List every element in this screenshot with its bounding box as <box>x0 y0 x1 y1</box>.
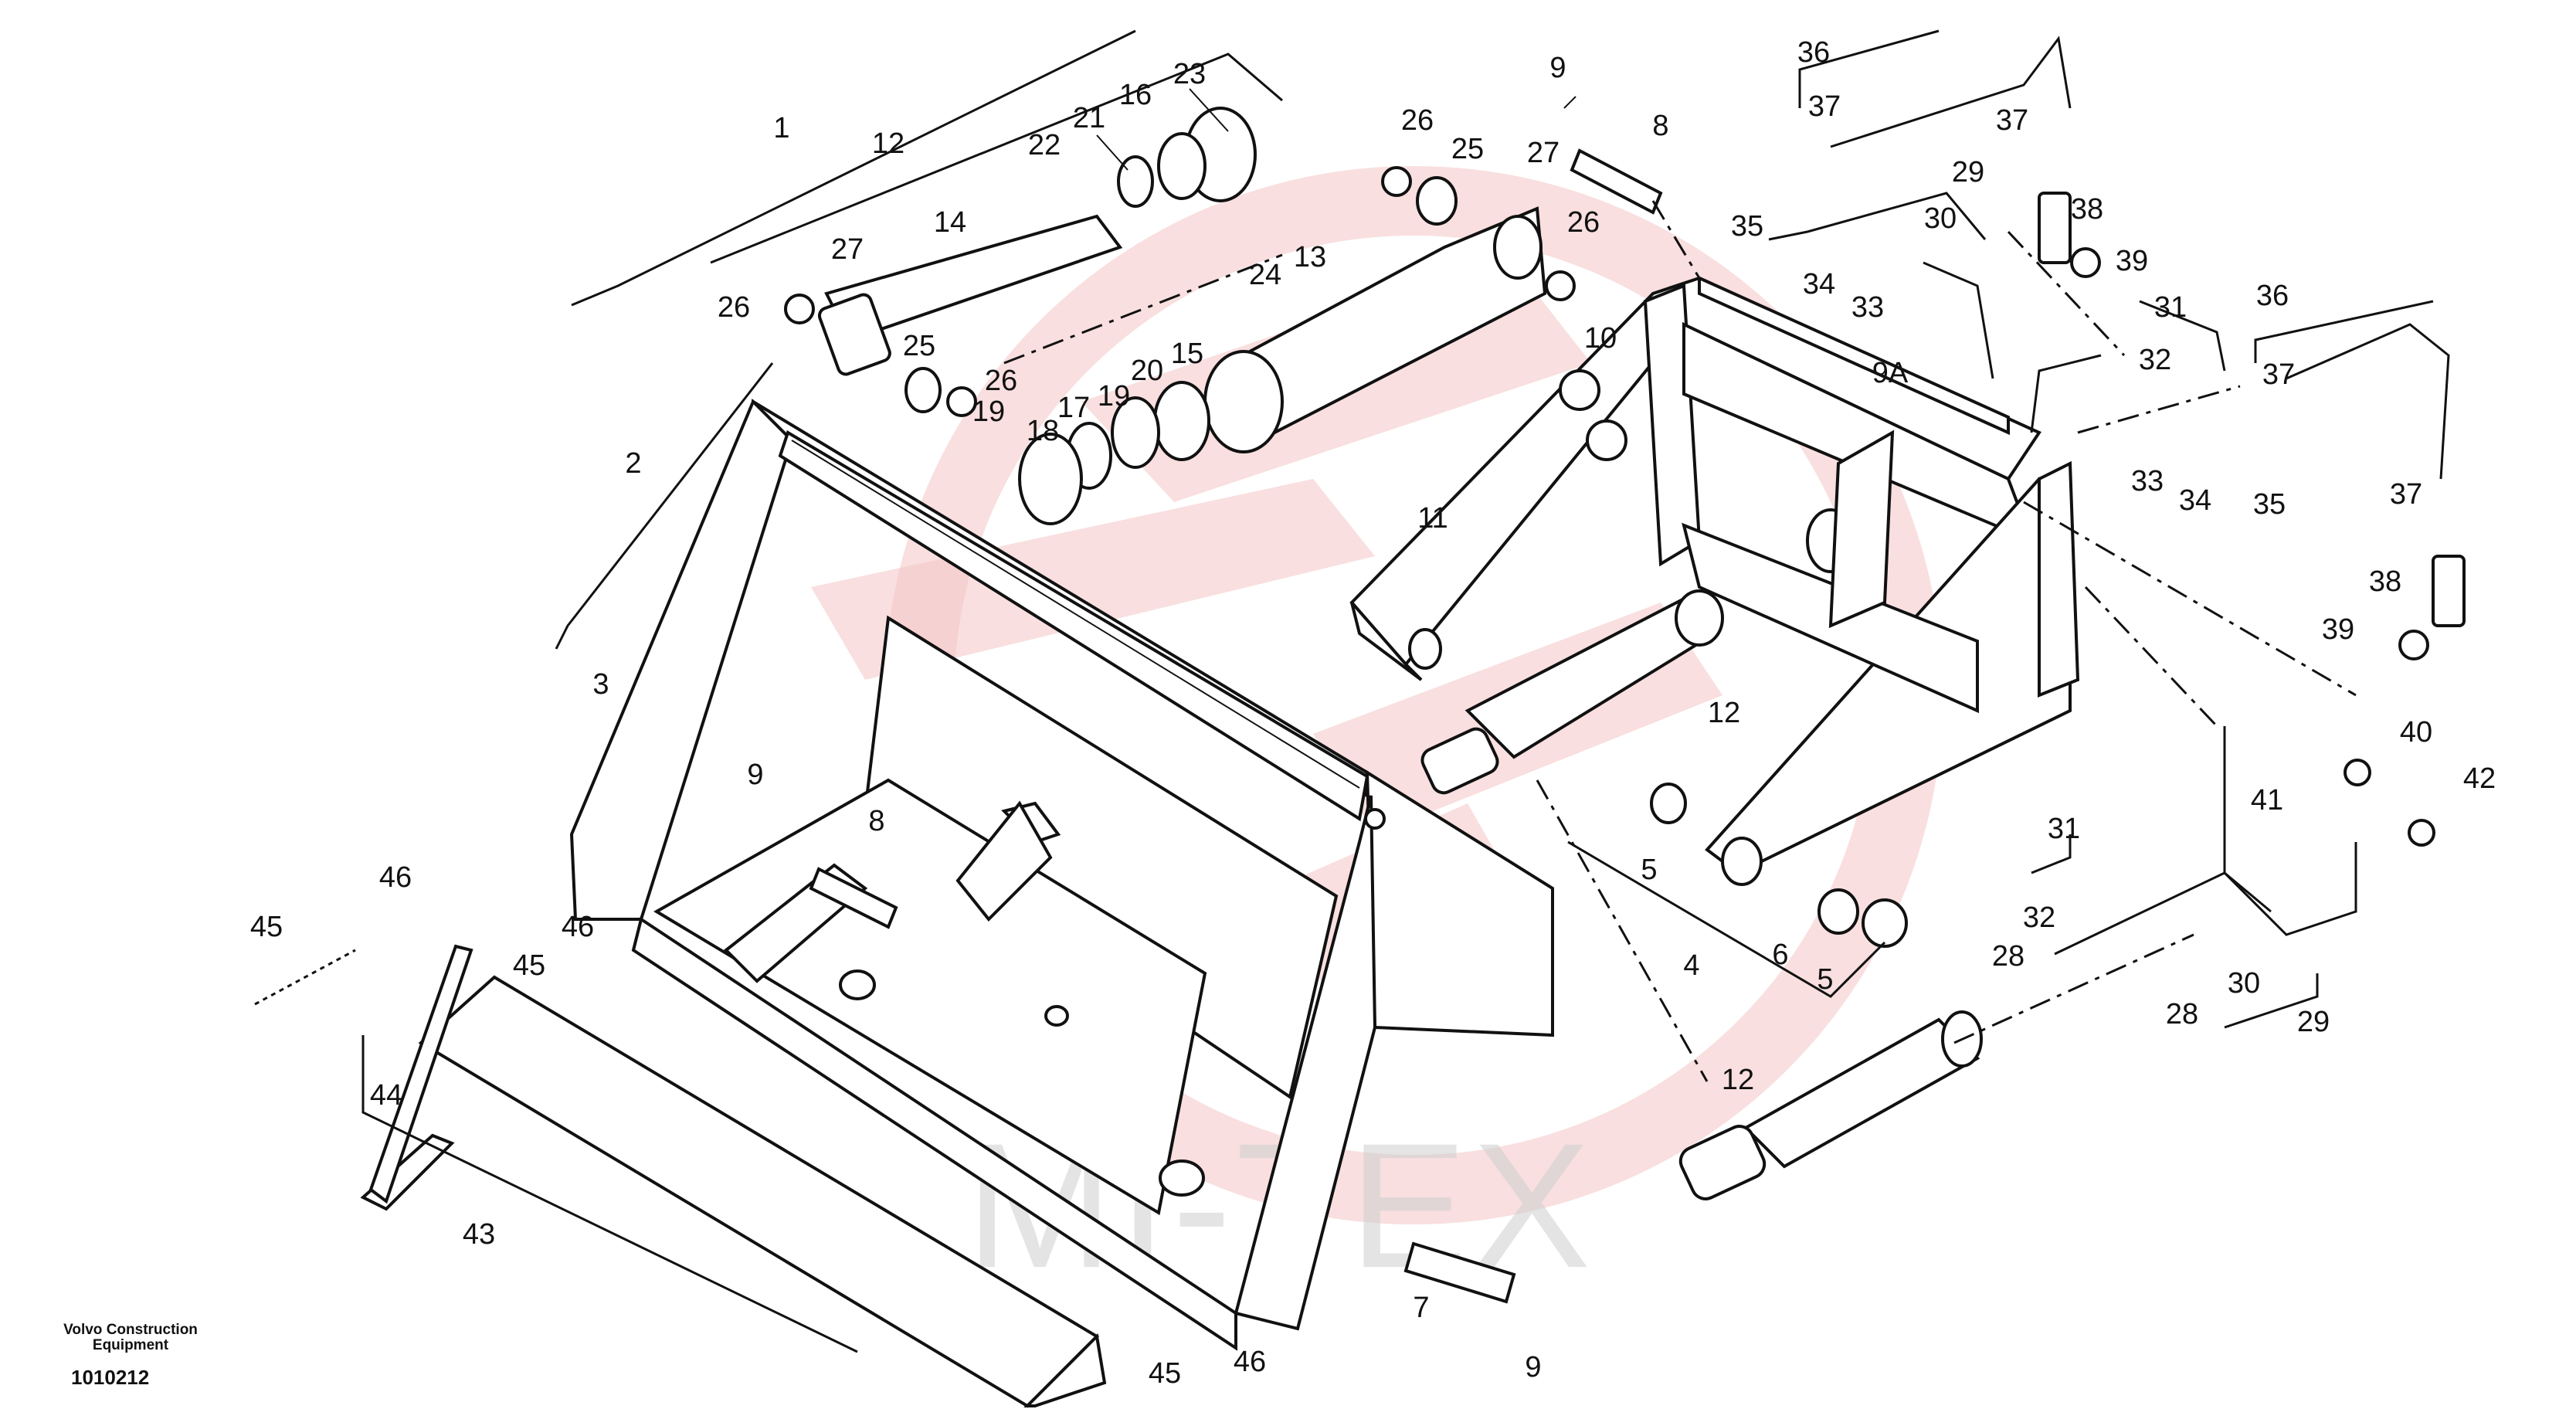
callout-c46b: 46 <box>562 911 594 943</box>
cylinder-12-middle <box>1420 589 1724 795</box>
callout-c37a: 37 <box>1808 90 1841 123</box>
callout-c12a: 12 <box>872 127 904 160</box>
callout-c32a: 32 <box>2139 344 2171 376</box>
callout-brackets <box>361 29 2434 1353</box>
callout-c46c: 46 <box>1234 1346 1266 1378</box>
callout-c36b: 36 <box>2256 280 2289 312</box>
callout-c2: 2 <box>625 447 641 480</box>
callout-c37c: 37 <box>2262 358 2295 391</box>
callout-c27a: 27 <box>831 233 864 266</box>
callout-c31a: 31 <box>2154 291 2187 324</box>
callout-c46a: 46 <box>379 861 412 894</box>
callout-c31b: 31 <box>2048 813 2080 845</box>
publisher-credit: Volvo Construction Equipment <box>34 1322 227 1353</box>
callout-c30a: 30 <box>1924 202 1957 235</box>
callout-c9b: 9 <box>747 759 763 791</box>
callout-c41: 41 <box>2251 784 2283 817</box>
callout-c23: 23 <box>1173 58 1206 90</box>
callout-c13: 13 <box>1294 241 1326 273</box>
callout-c39b: 39 <box>2322 613 2354 646</box>
callout-c18: 18 <box>1027 415 1059 447</box>
callout-c15: 15 <box>1171 338 1203 370</box>
callout-c9A: 9A <box>1872 357 1909 389</box>
callout-c25a: 25 <box>903 330 935 362</box>
callout-c12c: 12 <box>1722 1064 1754 1096</box>
callout-c26a: 26 <box>718 291 750 324</box>
callout-c45c: 45 <box>1149 1357 1181 1390</box>
callout-c35a: 35 <box>1731 210 1763 243</box>
bucket-assembly <box>569 399 1554 1351</box>
callout-c19a: 19 <box>1098 380 1130 413</box>
spring-45 <box>254 944 473 1211</box>
callout-c16: 16 <box>1119 79 1152 111</box>
callout-c45a: 45 <box>250 911 283 943</box>
callout-c7: 7 <box>1413 1292 1429 1324</box>
callout-c19b: 19 <box>972 396 1005 428</box>
callout-c44: 44 <box>370 1079 402 1112</box>
callout-c24: 24 <box>1249 259 1281 291</box>
callout-c27b: 27 <box>1527 137 1560 169</box>
callout-c38b: 38 <box>2369 565 2401 598</box>
callout-c35b: 35 <box>2253 488 2286 521</box>
callout-c37d: 37 <box>2390 478 2422 511</box>
callout-c11: 11 <box>1417 502 1448 535</box>
callout-c9c: 9 <box>1525 1351 1541 1384</box>
callout-c38a: 38 <box>2071 193 2103 226</box>
callout-c14: 14 <box>934 206 966 239</box>
callout-c5b: 5 <box>1817 963 1833 996</box>
callout-c36a: 36 <box>1797 36 1830 69</box>
callout-c29b: 29 <box>2297 1006 2330 1038</box>
callout-c10: 10 <box>1584 322 1617 355</box>
callout-c6: 6 <box>1772 939 1788 971</box>
callout-c8a: 8 <box>1652 110 1668 142</box>
callout-c30b: 30 <box>2228 967 2260 1000</box>
callout-c32b: 32 <box>2023 901 2055 934</box>
callout-c33a: 33 <box>1851 291 1884 324</box>
publisher-line-2: Equipment <box>92 1337 169 1353</box>
callout-c8b: 8 <box>868 805 884 837</box>
callout-c9a: 9 <box>1549 52 1566 84</box>
callout-c39a: 39 <box>2116 245 2148 277</box>
callout-c12b: 12 <box>1708 697 1740 729</box>
callout-c28a: 28 <box>1992 940 2024 973</box>
callout-c26b: 26 <box>985 365 1017 397</box>
callout-c1: 1 <box>773 112 789 144</box>
top-cylinder-right <box>1018 166 1576 525</box>
top-cylinder-left <box>784 107 1257 417</box>
callout-c25b: 25 <box>1451 133 1484 165</box>
callout-c26d: 26 <box>1567 206 1600 239</box>
drawing-number: 1010212 <box>71 1366 150 1389</box>
quick-coupler-frame <box>1349 275 2080 948</box>
callout-c33b: 33 <box>2131 465 2164 497</box>
callout-c26c: 26 <box>1401 104 1434 137</box>
callout-c3: 3 <box>592 668 609 701</box>
callout-c29a: 29 <box>1952 156 1984 188</box>
callout-c42: 42 <box>2463 762 2496 795</box>
callout-c43: 43 <box>463 1218 495 1251</box>
cutting-edge-43 <box>418 975 1107 1408</box>
callout-c5a: 5 <box>1641 854 1657 886</box>
callout-c40: 40 <box>2400 716 2432 749</box>
callout-c20: 20 <box>1131 355 1163 387</box>
callout-c17: 17 <box>1057 392 1090 424</box>
callout-c21: 21 <box>1073 102 1105 134</box>
callout-c34b: 34 <box>2179 484 2211 517</box>
callout-c22: 22 <box>1028 129 1061 161</box>
callout-c4: 4 <box>1683 949 1699 982</box>
callout-c37b: 37 <box>1996 104 2028 137</box>
callout-c34a: 34 <box>1803 268 1835 300</box>
publisher-line-1: Volvo Construction <box>63 1322 198 1338</box>
pins <box>809 148 1663 1304</box>
callout-c45b: 45 <box>513 949 545 982</box>
callout-c28b: 28 <box>2166 998 2198 1030</box>
hydraulic-hoses <box>1830 36 2466 956</box>
